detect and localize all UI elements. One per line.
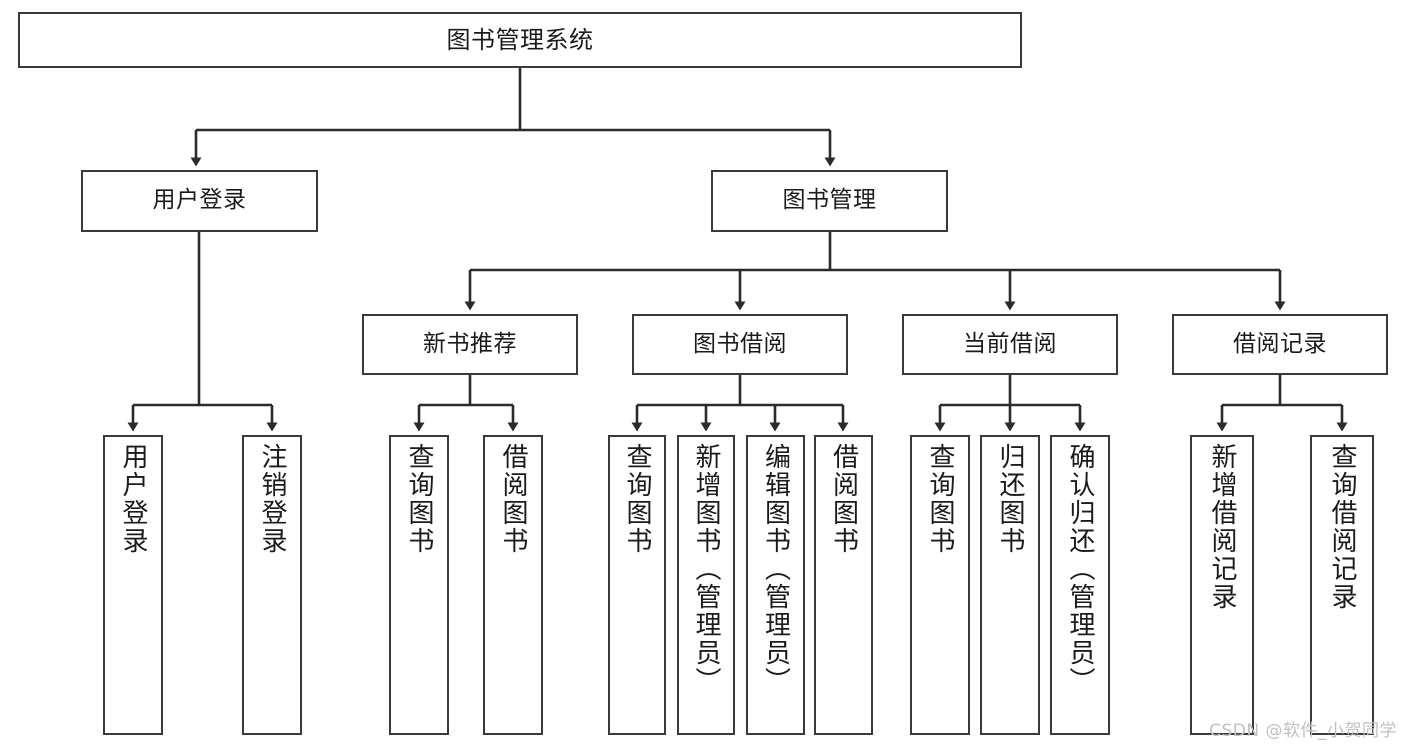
node-label: 查询图书 xyxy=(404,443,434,555)
node-leaf-borrow-book-2[interactable]: 借阅图书 xyxy=(814,435,873,735)
node-new-book-recommend[interactable]: 新书推荐 xyxy=(362,314,578,375)
node-root-system[interactable]: 图书管理系统 xyxy=(18,12,1022,68)
node-leaf-edit-book[interactable]: 编辑图书（管理员） xyxy=(746,435,805,735)
node-leaf-return-book[interactable]: 归还图书 xyxy=(980,435,1040,735)
node-label: 借阅图书 xyxy=(498,443,528,555)
node-label: 注销登录 xyxy=(257,443,287,555)
node-borrow-record[interactable]: 借阅记录 xyxy=(1172,314,1388,375)
node-label: 用户登录 xyxy=(152,187,247,214)
node-current-borrow[interactable]: 当前借阅 xyxy=(902,314,1118,375)
node-leaf-logout[interactable]: 注销登录 xyxy=(242,435,302,735)
node-label: 查询图书 xyxy=(925,443,955,555)
node-label: 新增借阅记录 xyxy=(1207,443,1237,611)
node-label: 借阅图书 xyxy=(828,443,859,555)
node-label: 归还图书 xyxy=(995,443,1025,555)
node-label: 查询图书 xyxy=(622,443,652,555)
node-label: 确认归还（管理员） xyxy=(1065,443,1095,695)
node-user-login[interactable]: 用户登录 xyxy=(81,170,318,232)
node-label: 新书推荐 xyxy=(423,330,517,357)
node-label: 当前借阅 xyxy=(963,330,1057,357)
watermark: CSDN @软件_小贺同学 xyxy=(1209,721,1397,741)
node-label: 用户登录 xyxy=(118,443,148,555)
node-label: 新增图书（管理员） xyxy=(691,443,721,695)
node-leaf-query-record[interactable]: 查询借阅记录 xyxy=(1310,435,1374,735)
node-book-manage[interactable]: 图书管理 xyxy=(711,170,948,232)
node-leaf-query-book-2[interactable]: 查询图书 xyxy=(608,435,666,735)
node-book-borrow[interactable]: 图书借阅 xyxy=(632,314,848,375)
node-leaf-confirm-return[interactable]: 确认归还（管理员） xyxy=(1050,435,1110,735)
node-leaf-user-login[interactable]: 用户登录 xyxy=(103,435,163,735)
node-leaf-add-book[interactable]: 新增图书（管理员） xyxy=(677,435,735,735)
node-leaf-borrow-book-1[interactable]: 借阅图书 xyxy=(483,435,543,735)
node-label: 图书借阅 xyxy=(693,330,787,357)
node-label: 借阅记录 xyxy=(1233,330,1327,357)
node-label: 图书管理系统 xyxy=(446,25,594,54)
node-label: 查询借阅记录 xyxy=(1327,443,1357,611)
node-label: 编辑图书（管理员） xyxy=(760,443,791,695)
node-leaf-add-record[interactable]: 新增借阅记录 xyxy=(1190,435,1254,735)
node-label: 图书管理 xyxy=(782,187,877,214)
node-leaf-query-book-3[interactable]: 查询图书 xyxy=(910,435,970,735)
node-leaf-query-book-1[interactable]: 查询图书 xyxy=(389,435,449,735)
